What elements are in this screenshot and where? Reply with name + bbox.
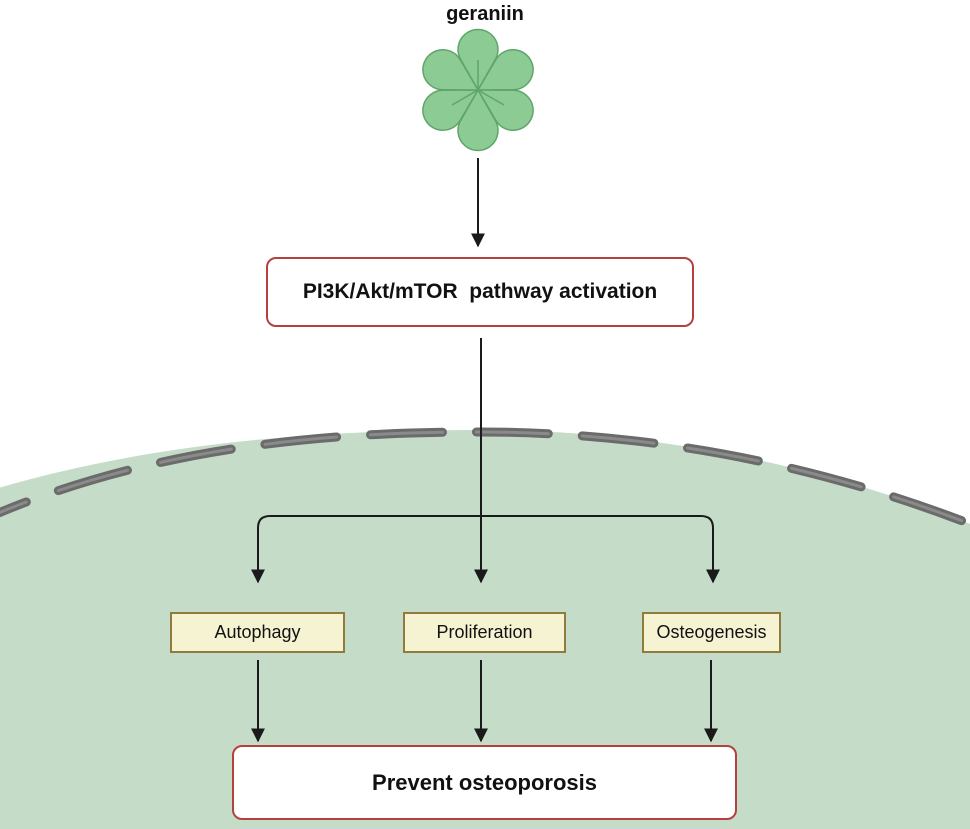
process-label-osteogenesis: Osteogenesis	[656, 622, 767, 642]
compound-label: geraniin	[446, 3, 524, 25]
process-box-autophagy: Autophagy	[170, 612, 345, 653]
outcome-label: Prevent osteoporosis	[372, 769, 597, 795]
pathway-activation-box: PI3K/Akt/mTOR pathway activation	[266, 257, 694, 327]
process-box-proliferation: Proliferation	[403, 612, 566, 653]
branch-to-autophagy	[251, 515, 481, 584]
outcome-box: Prevent osteoporosis	[232, 745, 737, 820]
branch-to-osteogenesis	[481, 515, 720, 584]
geraniin-molecule-icon	[422, 28, 534, 152]
pathway-activation-label: PI3K/Akt/mTOR pathway activation	[302, 280, 658, 303]
process-box-osteogenesis: Osteogenesis	[642, 612, 781, 653]
process-label-proliferation: Proliferation	[436, 622, 533, 642]
process-label-autophagy: Autophagy	[214, 622, 301, 642]
